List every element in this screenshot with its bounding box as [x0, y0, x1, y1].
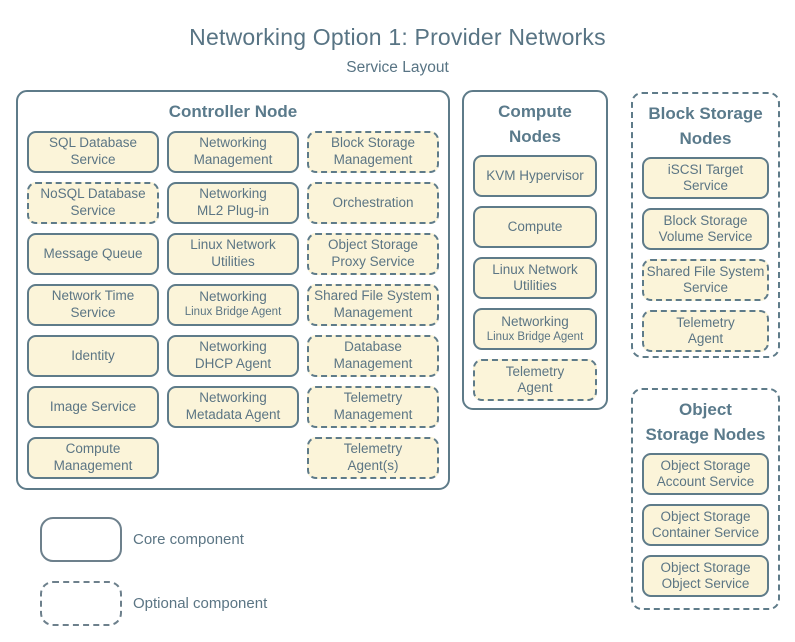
service-telemetry-agents: Telemetry Agent(s) [307, 436, 439, 479]
service-label: Networking Metadata Agent [185, 390, 281, 422]
service-label: Shared File System Management [314, 288, 432, 320]
group-object-storage-nodes: Object Storage Nodes Object Storage Acco… [631, 388, 780, 610]
legend-optional-label: Optional component [133, 595, 268, 612]
service-label: Networking DHCP Agent [194, 339, 272, 371]
service-orchestration: Orchestration [307, 181, 439, 224]
service-nosql-database: NoSQL Database Service [27, 181, 159, 224]
service-database-management: Database Management [307, 334, 439, 377]
service-label: SQL Database Service [48, 135, 138, 167]
group-title-block-storage-nodes: Block Storage Nodes [648, 104, 763, 148]
service-label: KVM Hypervisor [486, 168, 584, 184]
compute-service-list: KVM Hypervisor Compute Linux Network Uti… [464, 149, 606, 410]
service-label: Linux Network Utilities [190, 237, 276, 269]
service-shared-file-system-management: Shared File System Management [307, 283, 439, 326]
service-label: Telemetry Agent(s) [343, 441, 403, 473]
service-label: Object Storage Proxy Service [327, 237, 419, 269]
service-block-storage-volume: Block Storage Volume Service [642, 208, 769, 251]
service-label: Networking ML2 Plug-in [196, 186, 270, 218]
service-block-storage-management: Block Storage Management [307, 130, 439, 173]
service-label: Database Management [333, 339, 413, 371]
service-networking-dhcp-agent: Networking DHCP Agent [167, 334, 299, 377]
service-object-storage-container: Object Storage Container Service [642, 504, 769, 547]
service-label: iSCSI Target Service [667, 162, 744, 194]
service-label: Block Storage Management [330, 135, 416, 167]
group-block-storage-nodes: Block Storage Nodes iSCSI Target Service… [631, 92, 780, 358]
service-compute: Compute [473, 206, 597, 249]
page-title: Networking Option 1: Provider Networks [189, 24, 606, 50]
legend-core-swatch [40, 517, 122, 562]
service-identity: Identity [27, 334, 159, 377]
service-shared-file-system: Shared File System Service [642, 259, 769, 302]
service-image-service: Image Service [27, 385, 159, 428]
service-label: Network Time Service [51, 288, 135, 320]
service-networking-metadata-agent: Networking Metadata Agent [167, 385, 299, 428]
service-message-queue: Message Queue [27, 232, 159, 275]
service-networking-management: Networking Management [167, 130, 299, 173]
service-networking-ml2-plugin: Networking ML2 Plug-in [167, 181, 299, 224]
service-compute-management: Compute Management [27, 436, 159, 479]
service-sql-database: SQL Database Service [27, 130, 159, 173]
service-object-storage-proxy: Object Storage Proxy Service [307, 232, 439, 275]
service-label: Networking Management [193, 135, 273, 167]
service-label: Telemetry Management [333, 390, 413, 422]
group-title-object-storage-nodes: Object Storage Nodes [645, 400, 766, 444]
service-label: Compute Management [53, 441, 133, 473]
service-label: NoSQL Database Service [40, 186, 146, 218]
service-label: Block Storage Volume Service [658, 213, 753, 245]
object-storage-service-list: Object Storage Account Service Object St… [633, 447, 778, 606]
service-telemetry-management: Telemetry Management [307, 385, 439, 428]
legend-optional-swatch [40, 581, 122, 626]
service-label: Networking [199, 289, 267, 305]
legend-optional: Optional component [40, 581, 267, 626]
service-label: Telemetry Agent [676, 315, 735, 347]
legend-core-label: Core component [133, 531, 244, 548]
service-sublabel: Linux Bridge Agent [184, 306, 282, 319]
service-iscsi-target: iSCSI Target Service [642, 157, 769, 200]
service-object-storage-account: Object Storage Account Service [642, 453, 769, 496]
group-compute-nodes: Compute Nodes KVM Hypervisor Compute Lin… [462, 90, 608, 410]
service-label: Object Storage Object Service [660, 560, 751, 592]
service-label: Identity [71, 347, 115, 363]
service-label: Networking [501, 313, 569, 329]
page-subtitle: Service Layout [346, 59, 449, 76]
service-kvm-hypervisor: KVM Hypervisor [473, 155, 597, 198]
service-label: Compute [507, 219, 563, 235]
legend-core: Core component [40, 517, 244, 562]
service-label: Orchestration [332, 194, 414, 210]
service-object-storage-object: Object Storage Object Service [642, 555, 769, 598]
group-title-controller-node: Controller Node [168, 102, 298, 121]
block-storage-service-list: iSCSI Target Service Block Storage Volum… [633, 151, 778, 361]
service-label: Image Service [49, 398, 137, 414]
service-linux-network-utilities: Linux Network Utilities [473, 257, 597, 300]
service-telemetry-agent: Telemetry Agent [642, 310, 769, 353]
service-label: Message Queue [43, 245, 143, 261]
service-linux-network-utilities: Linux Network Utilities [167, 232, 299, 275]
service-label: Linux Network Utilities [492, 262, 578, 294]
service-telemetry-agent: Telemetry Agent [473, 359, 597, 402]
group-controller-node: Controller Node SQL Database Service Net… [16, 90, 450, 490]
controller-service-grid: SQL Database Service Networking Manageme… [18, 125, 448, 488]
service-label: Object Storage Account Service [656, 458, 755, 490]
group-title-compute-nodes: Compute Nodes [498, 102, 572, 146]
service-label: Object Storage Container Service [651, 509, 760, 541]
service-network-time: Network Time Service [27, 283, 159, 326]
service-sublabel: Linux Bridge Agent [486, 330, 584, 343]
service-label: Shared File System Service [646, 264, 765, 296]
service-label: Telemetry Agent [505, 364, 565, 396]
